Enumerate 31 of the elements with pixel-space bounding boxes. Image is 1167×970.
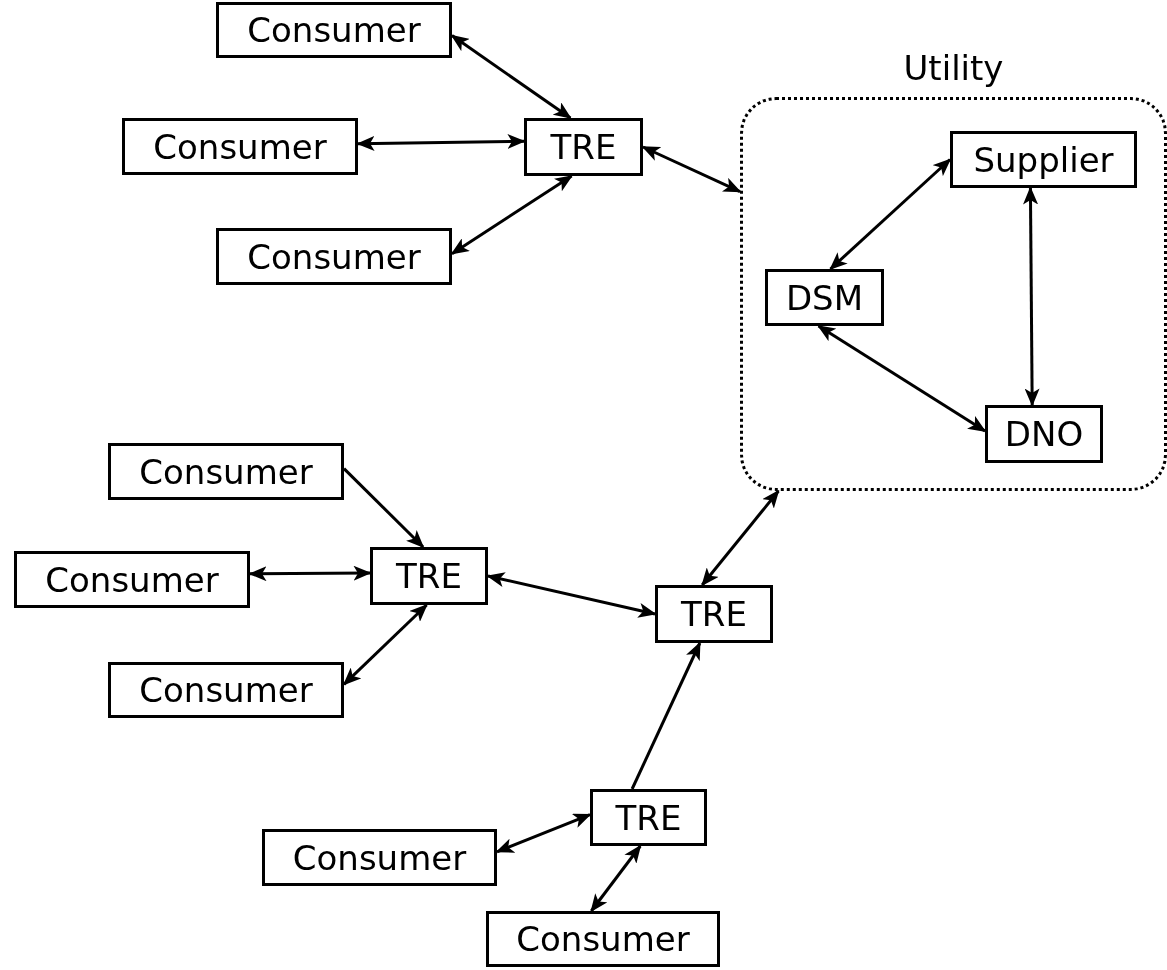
entity-box: TRE [655, 585, 773, 643]
arrow [450, 174, 573, 255]
entity-box: Consumer [216, 228, 452, 285]
entity-box: Consumer [486, 911, 720, 967]
arrow [641, 145, 742, 193]
arrow [248, 565, 372, 582]
entity-box: DNO [985, 405, 1103, 463]
entity-box: Consumer [108, 443, 344, 500]
arrow [486, 572, 657, 618]
arrow [450, 34, 572, 120]
arrow [1023, 186, 1040, 407]
arrow [342, 467, 425, 549]
group-heading: Utility [902, 48, 1005, 88]
entity-box: DSM [765, 269, 884, 326]
entity-box: TRE [524, 118, 643, 176]
entity-box: TRE [590, 789, 707, 846]
arrow [495, 813, 592, 854]
entity-box: Consumer [216, 2, 452, 58]
entity-box: Consumer [108, 662, 344, 718]
arrow [356, 133, 526, 151]
entity-box: TRE [370, 547, 488, 605]
entity-box: Consumer [262, 829, 497, 886]
arrow [817, 324, 987, 433]
arrow [630, 641, 702, 790]
entity-box: Supplier [950, 131, 1137, 188]
arrow [590, 844, 642, 913]
arrow [829, 158, 952, 271]
arrow [342, 603, 428, 686]
entity-box: Consumer [122, 118, 358, 175]
entity-box: Consumer [14, 551, 250, 608]
arrow [701, 489, 780, 587]
